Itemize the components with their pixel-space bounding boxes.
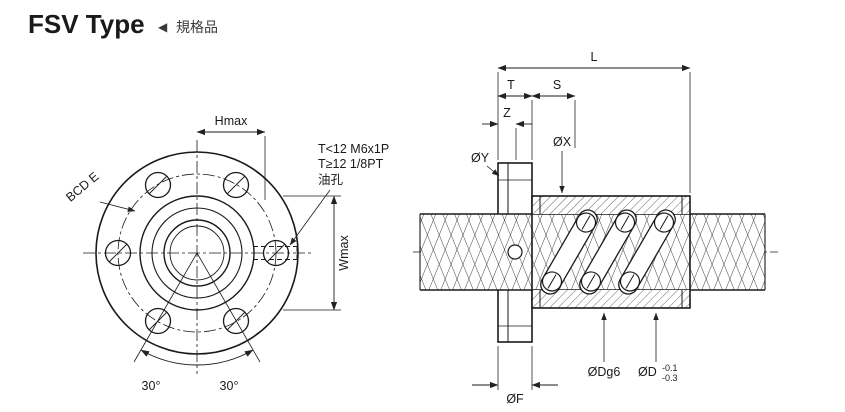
- side-view: L T S Z ØX ØY: [413, 50, 778, 406]
- nut-body-circle: [139, 195, 255, 311]
- ox-label: ØX: [553, 135, 572, 149]
- bolt-hole: [144, 171, 172, 199]
- of-label: ØF: [506, 392, 524, 406]
- note-line1: T<12 M6x1P: [318, 142, 389, 156]
- odg6-label: ØDg6: [588, 365, 621, 379]
- note-line3: 油孔: [318, 173, 344, 187]
- dimension-l: L: [497, 50, 691, 193]
- header: FSV Type ◀ 規格品: [28, 9, 218, 39]
- page-title: FSV Type: [28, 9, 145, 39]
- bore-circle: [163, 219, 231, 287]
- l-label: L: [591, 50, 598, 64]
- dimension-wmax: Wmax: [283, 195, 351, 311]
- flange-outer-circle: [95, 151, 299, 355]
- return-tube: [540, 209, 598, 295]
- dimension-s: S: [531, 78, 576, 148]
- bolt-hole: [104, 239, 132, 267]
- page-subtitle: 規格品: [176, 19, 218, 35]
- front-view: Hmax Wmax BCD E 30° 30° T<12 M6x1P T≥12 …: [63, 114, 389, 393]
- return-tube: [618, 209, 676, 295]
- angle-left-label: 30°: [142, 379, 161, 393]
- angle-right-label: 30°: [220, 379, 239, 393]
- callout-od: ØD -0.1 -0.3: [638, 312, 678, 383]
- wmax-label: Wmax: [337, 235, 351, 271]
- callout-oy: ØY: [471, 151, 500, 177]
- oil-passage-hidden-lines: [253, 246, 298, 260]
- label-bcd-e: BCD E: [63, 169, 136, 212]
- dimension-of: ØF: [472, 346, 558, 406]
- dimension-angles: 30° 30°: [133, 252, 261, 393]
- od-tolerance-lower: -0.3: [662, 373, 678, 383]
- callout-ox: ØX: [553, 135, 572, 194]
- oil-hole-note: T<12 M6x1P T≥12 1/8PT 油孔: [289, 142, 389, 246]
- nut-body: [531, 195, 691, 309]
- pilot-circle: [151, 207, 243, 299]
- hmax-label: Hmax: [215, 114, 248, 128]
- od-tolerance-upper: -0.1: [662, 363, 678, 373]
- dimension-z: Z: [482, 106, 532, 160]
- return-tube: [579, 209, 637, 295]
- z-label: Z: [503, 106, 511, 120]
- oy-label: ØY: [471, 151, 490, 165]
- s-label: S: [553, 78, 561, 92]
- bore-chamfer-circle: [169, 225, 225, 281]
- bolt-hole: [222, 171, 250, 199]
- dimension-hmax: Hmax: [196, 114, 266, 200]
- dimension-t: T: [497, 78, 533, 160]
- bcd-label: BCD E: [63, 169, 101, 204]
- t-label: T: [507, 78, 515, 92]
- note-line2: T≥12 1/8PT: [318, 157, 384, 171]
- subtitle-marker-icon: ◀: [158, 20, 168, 34]
- od-label: ØD: [638, 365, 657, 379]
- flange-oil-hole: [507, 244, 523, 260]
- callout-odg6: ØDg6: [588, 312, 621, 379]
